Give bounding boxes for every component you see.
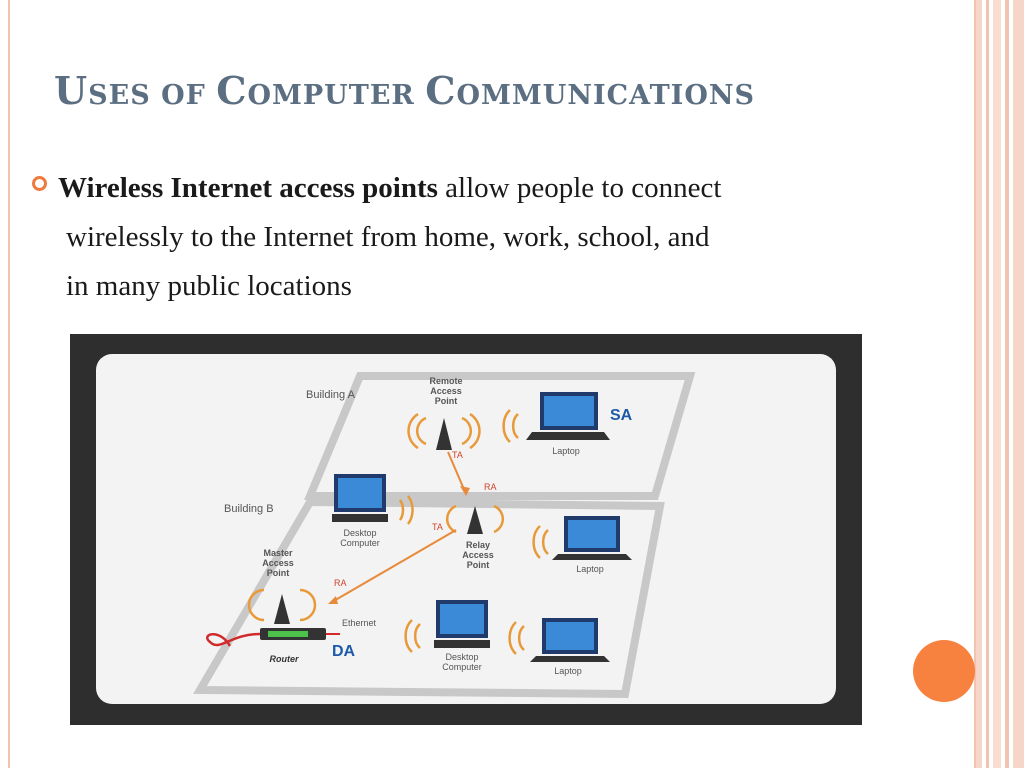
decorative-circle [913,640,975,702]
master-ap-label-2: Access [262,558,294,568]
bullet-line-2: wirelessly to the Internet from home, wo… [66,221,710,253]
master-ap-label-1: Master [263,548,293,558]
relay-ap-label-3: Point [467,560,490,570]
bullet-bold-term: Wireless Internet access points [58,172,438,204]
ra-label-mid: RA [334,578,347,588]
desktop-label-2a: Desktop [445,652,478,662]
bullet-line-3: in many public locations [66,270,352,302]
ethernet-label: Ethernet [342,618,377,628]
sa-label: SA [610,407,633,424]
relay-ap-label-1: Relay [466,540,490,550]
decorative-stripes [976,0,1024,768]
bullet-line-1: Wireless Internet access points allow pe… [58,164,993,213]
master-access-point-icon [247,588,317,624]
ta-label-top: TA [452,450,463,460]
relay-access-point-icon [446,504,504,534]
router-icon [206,628,340,647]
building-b-floor [193,497,665,699]
slide-title: USES OF COMPUTER COMMUNICATIONS [54,68,756,113]
slide-border [8,0,976,768]
laptop-icon-c [508,618,610,662]
master-ap-label-3: Point [267,568,290,578]
laptop-icon-b [532,516,632,560]
laptop-label-c: Laptop [554,666,582,676]
ra-label-top: RA [484,482,497,492]
laptop-icon-a [502,392,610,443]
laptop-label-b: Laptop [576,564,604,574]
desktop-computer-icon-2 [404,600,490,653]
remote-ap-label-1: Remote [429,376,462,386]
ta-label-mid: TA [432,522,443,532]
bullet-text: Wireless Internet access points allow pe… [58,164,993,311]
desktop-label-1a: Desktop [343,528,376,538]
router-label: Router [270,654,299,664]
relay-ap-label-2: Access [462,550,494,560]
remote-access-point-icon [407,412,481,450]
building-a-floor [304,372,696,500]
wireless-network-diagram: Building A Building B Remote Access Poin… [70,334,862,725]
building-a-label: Building A [306,389,356,401]
remote-ap-label-3: Point [435,396,458,406]
building-b-label: Building B [224,503,274,515]
remote-ap-label-2: Access [430,386,462,396]
desktop-label-1b: Computer [340,538,380,548]
bullet-icon [32,176,47,191]
laptop-label-a: Laptop [552,446,580,456]
bullet-line-1-rest: allow people to connect [437,172,722,204]
desktop-label-2b: Computer [442,662,482,672]
desktop-computer-icon-1 [332,474,414,525]
da-label: DA [332,643,356,660]
